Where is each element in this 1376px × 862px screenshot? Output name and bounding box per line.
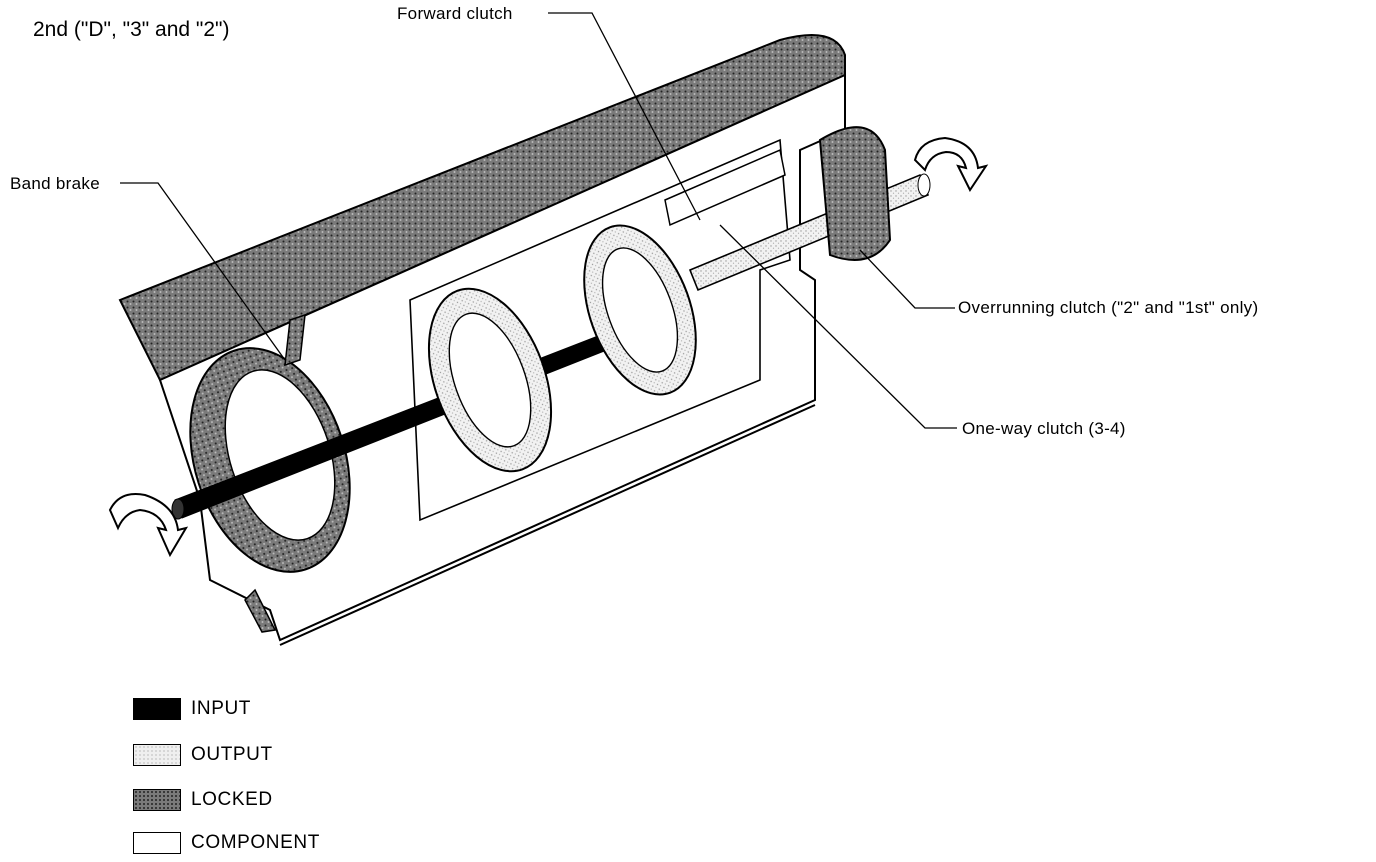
band-brake-strap <box>244 588 277 633</box>
output-rotation-arrow <box>913 136 989 192</box>
case-top-locked <box>118 34 846 382</box>
overrunning-clutch-housing <box>818 126 892 261</box>
output-shaft-end <box>917 173 931 197</box>
forward-clutch-label: Forward clutch <box>397 4 513 23</box>
forward-clutch-leader <box>548 12 701 221</box>
overrunning-clutch-label: Overrunning clutch ("2" and "1st" only) <box>958 298 1259 317</box>
front-planetary-inner <box>448 312 532 448</box>
legend-item-component: COMPONENT <box>133 830 320 856</box>
rear-planetary-inner <box>601 247 679 373</box>
legend-swatch-component <box>133 832 181 854</box>
legend-swatch-output <box>133 744 181 766</box>
legend-swatch-locked <box>133 789 181 811</box>
band-brake-label: Band brake <box>10 174 100 193</box>
one-way-clutch-leader <box>719 224 957 429</box>
legend-label-component: COMPONENT <box>191 832 320 853</box>
band-brake-anchor <box>284 313 306 367</box>
legend-item-output: OUTPUT <box>133 742 273 768</box>
overrunning-clutch-leader <box>859 249 955 309</box>
legend-item-input: INPUT <box>133 696 251 722</box>
legend-swatch-input <box>133 698 181 720</box>
band-brake-leader <box>120 182 286 361</box>
band-brake-drum-inner <box>224 369 336 541</box>
legend-item-locked: LOCKED <box>133 787 273 813</box>
legend-label-input: INPUT <box>191 698 251 719</box>
one-way-clutch-label: One-way clutch (3-4) <box>962 419 1126 438</box>
input-shaft-end <box>171 498 185 520</box>
forward-clutch-pack <box>664 148 786 227</box>
diagram-title: 2nd ("D", "3" and "2") <box>33 18 230 41</box>
legend-label-output: OUTPUT <box>191 744 273 765</box>
legend-label-locked: LOCKED <box>191 789 273 810</box>
input-rotation-arrow <box>108 493 189 558</box>
housing-bottom-edge <box>279 404 816 646</box>
